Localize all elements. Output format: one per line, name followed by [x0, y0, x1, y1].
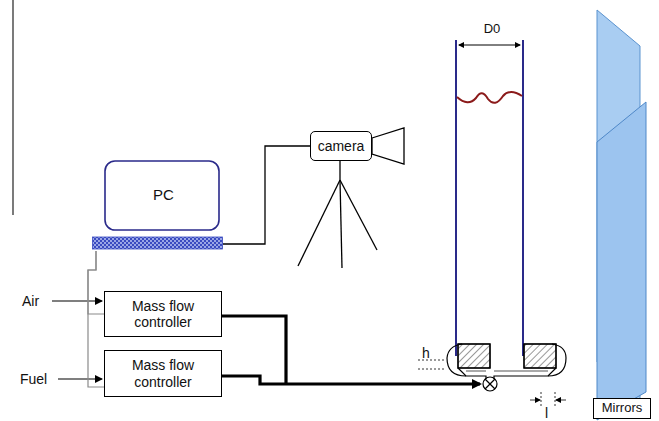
label-box: Mirrors — [593, 398, 651, 419]
d0-dimension — [459, 45, 520, 46]
burner-tube — [456, 40, 523, 356]
process-box: Mass flow controller — [104, 291, 222, 337]
dimension-label: l — [545, 406, 548, 420]
valve — [483, 377, 497, 391]
dimension-label: D0 — [482, 22, 503, 35]
burner-base — [447, 344, 566, 379]
input-label: Air — [22, 294, 39, 308]
fuel-arrow — [58, 378, 102, 379]
h-dimension — [418, 360, 446, 369]
node-text: Mirrors — [602, 401, 642, 416]
air-arrow — [52, 300, 102, 301]
camera-tripod — [298, 128, 404, 268]
connector-line — [88, 251, 104, 387]
supply-arrowhead — [472, 379, 482, 389]
node-text: Mass flow controller — [111, 298, 215, 330]
camera-body: camera — [310, 131, 372, 161]
node-text: PC — [153, 186, 174, 203]
mirrors — [597, 10, 646, 420]
l-dimension — [530, 392, 566, 406]
computer-outline — [92, 160, 223, 251]
node-text: Mass flow controller — [111, 357, 215, 389]
rule-line — [12, 0, 13, 215]
supply-line — [222, 316, 480, 384]
input-label: Fuel — [20, 372, 47, 386]
process-box: Mass flow controller — [104, 350, 222, 397]
computer: PC — [92, 160, 223, 251]
connector-line — [223, 146, 310, 244]
dimension-label: h — [422, 346, 430, 360]
node-text: camera — [318, 138, 365, 154]
flame — [457, 92, 522, 103]
